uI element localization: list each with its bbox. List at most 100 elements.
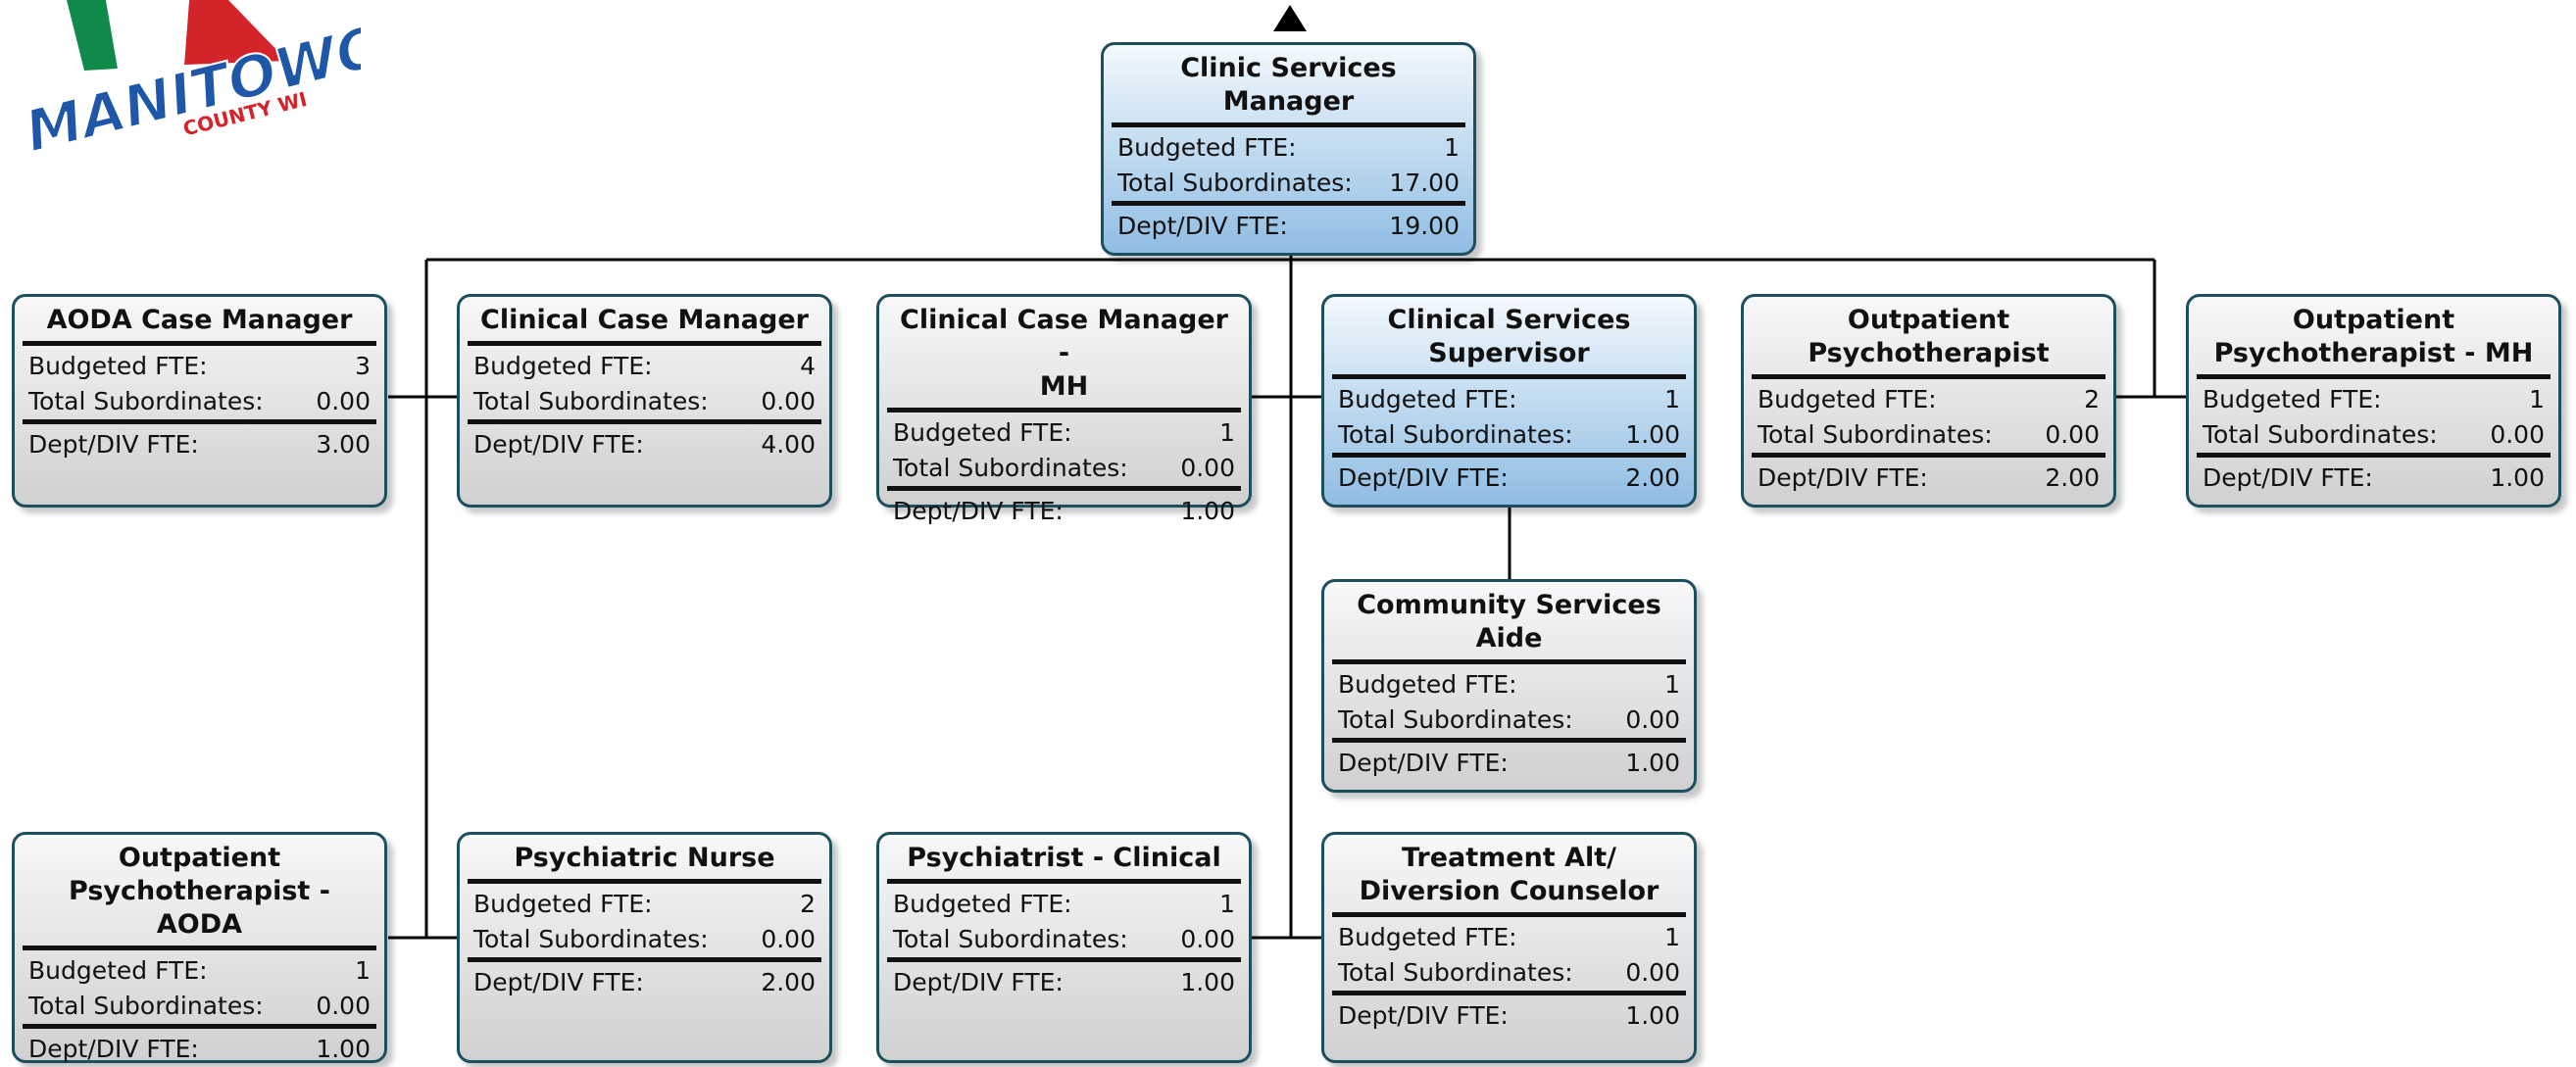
dept-div-fte-row: Dept/DIV FTE:2.00 xyxy=(1332,461,1686,496)
node-title: Clinical Case Manager -MH xyxy=(887,304,1241,408)
dept-div-fte-label: Dept/DIV FTE: xyxy=(1338,749,1509,777)
total-subordinates-value: 17.00 xyxy=(1389,169,1460,197)
budgeted-fte-label: Budgeted FTE: xyxy=(1338,385,1517,413)
dept-div-fte-row: Dept/DIV FTE:1.00 xyxy=(1332,746,1686,781)
dept-div-fte-row: Dept/DIV FTE:1.00 xyxy=(2197,461,2551,496)
node-title-line: AODA Case Manager xyxy=(46,305,353,335)
divider xyxy=(1332,659,1686,664)
divider xyxy=(887,957,1241,962)
budgeted-fte-label: Budgeted FTE: xyxy=(1758,385,1937,413)
divider xyxy=(1332,374,1686,379)
budgeted-fte-value: 1 xyxy=(1664,923,1680,951)
total-subordinates-row: Total Subordinates: 0.00 xyxy=(23,384,376,419)
budgeted-fte-label: Budgeted FTE: xyxy=(893,890,1072,918)
budgeted-fte-row: Budgeted FTE:2 xyxy=(1752,382,2105,417)
node-title-line: Clinic Services Manager xyxy=(1180,53,1397,117)
dept-div-fte-label: Dept/DIV FTE: xyxy=(1758,463,1928,492)
up-arrow-icon[interactable] xyxy=(1273,5,1307,31)
total-subordinates-row: Total Subordinates:0.00 xyxy=(468,922,821,957)
total-subordinates-value: 0.00 xyxy=(1625,705,1680,734)
budgeted-fte-label: Budgeted FTE: xyxy=(893,418,1072,447)
dept-div-fte-row: Dept/DIV FTE:1.00 xyxy=(887,494,1241,529)
dept-div-fte-row: Dept/DIV FTE:1.00 xyxy=(887,965,1241,1000)
budgeted-fte-row: Budgeted FTE: 1 xyxy=(1112,130,1465,166)
divider xyxy=(1112,201,1465,206)
dept-div-fte-row: Dept/DIV FTE:2.00 xyxy=(468,965,821,1000)
total-subordinates-value: 0.00 xyxy=(1180,925,1235,953)
budgeted-fte-row: Budgeted FTE:1 xyxy=(23,953,376,989)
dept-div-fte-row: Dept/DIV FTE:19.00 xyxy=(1112,209,1465,244)
budgeted-fte-label: Budgeted FTE: xyxy=(473,890,653,918)
divider xyxy=(468,957,821,962)
total-subordinates-value: 0.00 xyxy=(1625,958,1680,987)
manitowoc-county-logo: MANITOWOC COUNTY WI xyxy=(18,0,361,167)
total-subordinates-label: Total Subordinates: xyxy=(1117,169,1353,197)
node-title-line: Psychotherapist - MH xyxy=(2213,338,2534,368)
node-title: Psychiatric Nurse xyxy=(468,842,821,879)
dept-div-fte-label: Dept/DIV FTE: xyxy=(2203,463,2373,492)
budgeted-fte-value: 1 xyxy=(1444,133,1460,162)
node-title-line: Treatment Alt/ xyxy=(1401,843,1617,873)
dept-div-fte-row: Dept/DIV FTE:1.00 xyxy=(23,1032,376,1067)
budgeted-fte-label: Budgeted FTE: xyxy=(473,352,653,380)
total-subordinates-label: Total Subordinates: xyxy=(28,387,264,415)
dept-div-fte-label: Dept/DIV FTE: xyxy=(28,430,199,459)
total-subordinates-value: 0.00 xyxy=(316,387,371,415)
dept-div-fte-value: 3.00 xyxy=(316,430,371,459)
total-subordinates-row: Total Subordinates:0.00 xyxy=(1332,703,1686,738)
budgeted-fte-row: Budgeted FTE:1 xyxy=(1332,382,1686,417)
total-subordinates-label: Total Subordinates: xyxy=(2203,420,2438,449)
dept-div-fte-value: 1.00 xyxy=(1180,968,1235,996)
total-subordinates-value: 0.00 xyxy=(2045,420,2100,449)
budgeted-fte-label: Budgeted FTE: xyxy=(1338,923,1517,951)
budgeted-fte-row: Budgeted FTE:1 xyxy=(1332,667,1686,703)
dept-div-fte-label: Dept/DIV FTE: xyxy=(473,968,644,996)
node-title: Clinical Case Manager xyxy=(468,304,821,341)
budgeted-fte-row: Budgeted FTE:1 xyxy=(887,887,1241,922)
total-subordinates-label: Total Subordinates: xyxy=(1758,420,1993,449)
logo-green-sail xyxy=(67,0,118,71)
divider xyxy=(1332,991,1686,995)
node-title-line: Community Services xyxy=(1357,590,1661,620)
total-subordinates-label: Total Subordinates: xyxy=(893,925,1128,953)
divider xyxy=(1332,738,1686,743)
budgeted-fte-value: 4 xyxy=(800,352,816,380)
budgeted-fte-row: Budgeted FTE: 1 xyxy=(1332,920,1686,955)
dept-div-fte-label: Dept/DIV FTE: xyxy=(893,497,1064,525)
divider xyxy=(887,408,1241,412)
divider xyxy=(23,946,376,950)
budgeted-fte-row: Budgeted FTE:1 xyxy=(887,415,1241,451)
node-title-line: Clinical Case Manager xyxy=(480,305,809,335)
total-subordinates-row: Total Subordinates:0.00 xyxy=(468,384,821,419)
total-subordinates-value: 0.00 xyxy=(316,992,371,1020)
budgeted-fte-label: Budgeted FTE: xyxy=(28,956,208,985)
total-subordinates-label: Total Subordinates: xyxy=(893,454,1128,482)
budgeted-fte-label: Budgeted FTE: xyxy=(1117,133,1297,162)
total-subordinates-value: 0.00 xyxy=(761,925,816,953)
node-title-line: Psychotherapist -AODA xyxy=(69,876,330,940)
total-subordinates-value: 1.00 xyxy=(1625,420,1680,449)
divider xyxy=(468,879,821,884)
divider xyxy=(468,341,821,346)
node-title-line: Outpatient xyxy=(2292,305,2455,335)
node-title: Treatment Alt/Diversion Counselor xyxy=(1332,842,1686,912)
budgeted-fte-label: Budgeted FTE: xyxy=(2203,385,2382,413)
total-subordinates-label: Total Subordinates: xyxy=(1338,958,1573,987)
dept-div-fte-label: Dept/DIV FTE: xyxy=(28,1035,199,1063)
